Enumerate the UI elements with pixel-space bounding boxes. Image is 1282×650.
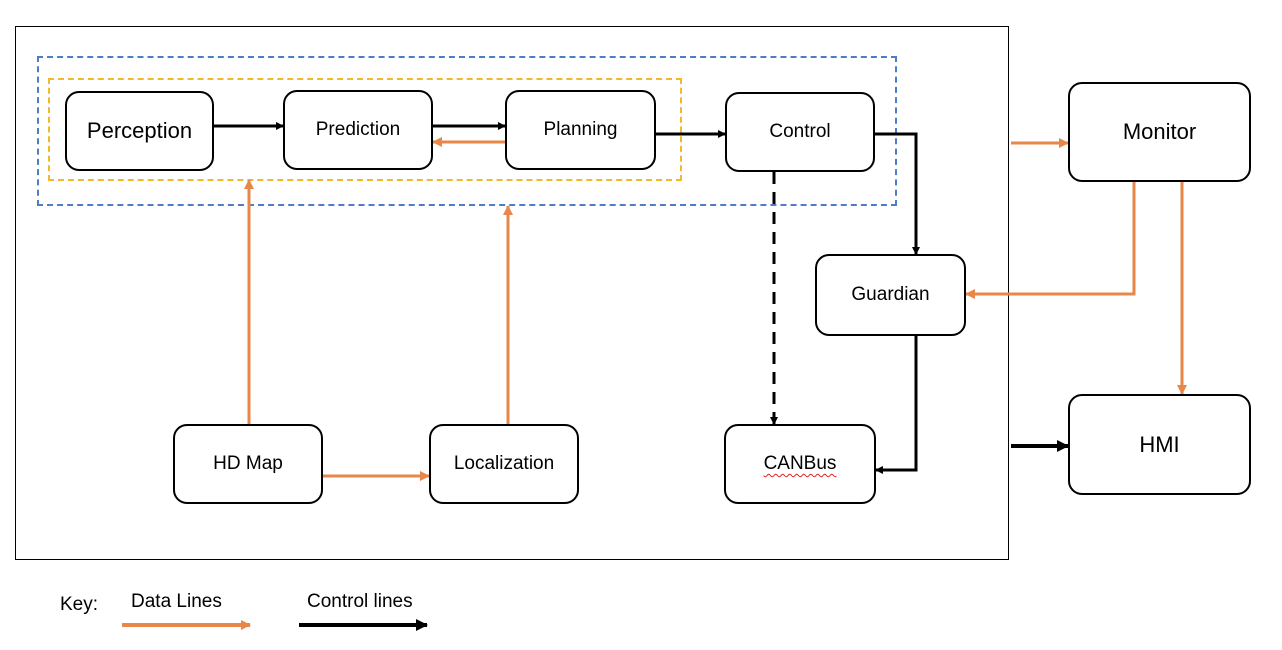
node-canbus-label: CANBus [763, 453, 837, 474]
node-perception: Perception [65, 91, 214, 171]
node-prediction: Prediction [283, 90, 433, 170]
node-perception-label: Perception [86, 118, 193, 143]
arrow-control-to-guardian [875, 132, 920, 255]
inner-dashed-group [48, 78, 682, 181]
node-control-label: Control [769, 121, 831, 142]
node-hd-map-label: HD Map [213, 453, 283, 474]
node-hmi-label: HMI [1139, 431, 1180, 457]
node-guardian: Guardian [815, 254, 966, 336]
arrow-guardian-to-canbus [875, 336, 918, 474]
node-hd-map: HD Map [173, 424, 323, 504]
node-hmi: HMI [1068, 394, 1251, 495]
node-control: Control [725, 92, 875, 172]
arrow-monitor-to-guardian [965, 182, 1136, 299]
node-planning-label: Planning [543, 119, 618, 140]
key-data-lines-label: Data Lines [131, 591, 222, 612]
outer-dashed-group [37, 56, 897, 206]
node-guardian-label: Guardian [851, 284, 930, 305]
node-monitor-label: Monitor [1122, 119, 1197, 144]
node-prediction-label: Prediction [315, 119, 401, 140]
key-label: Key: [60, 594, 99, 615]
node-canbus: CANBus [724, 424, 876, 504]
node-localization: Localization [429, 424, 579, 504]
node-planning: Planning [505, 90, 656, 170]
node-localization-label: Localization [453, 453, 555, 474]
key-control-lines-label: Control lines [307, 591, 413, 612]
node-monitor: Monitor [1068, 82, 1251, 182]
